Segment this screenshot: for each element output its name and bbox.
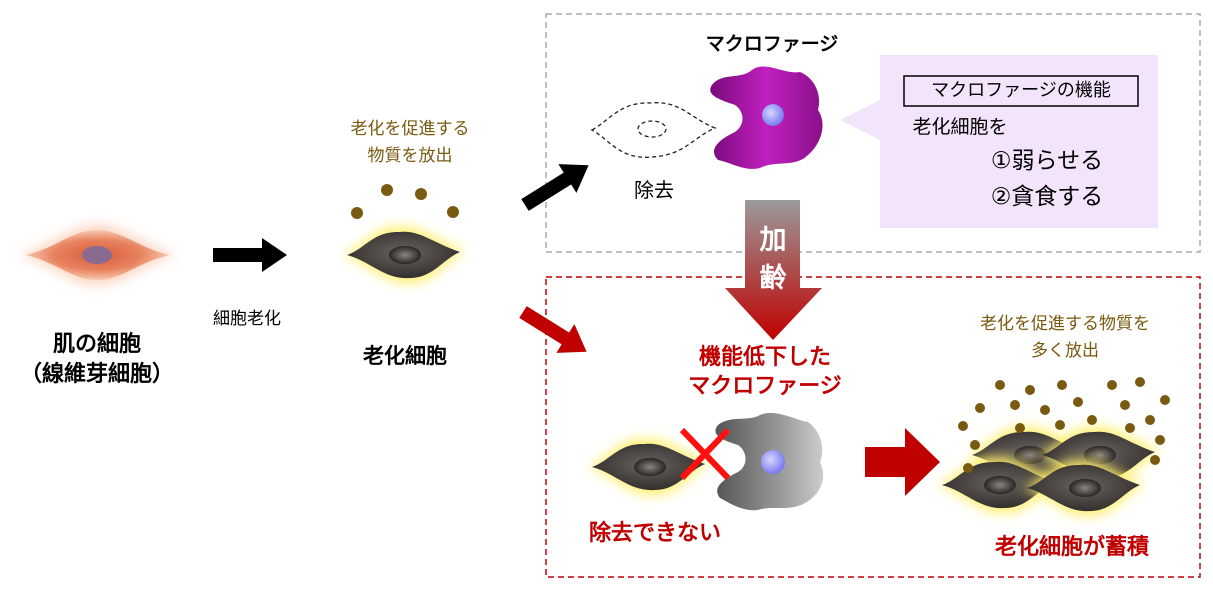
callout-item-1: ①弱らせる <box>990 148 1104 174</box>
senescence-label: 細胞老化 <box>213 309 281 329</box>
accumulation-arrow <box>865 428 940 496</box>
senescence-arrow <box>213 238 287 272</box>
aging-char-1: 加 <box>759 225 787 256</box>
released-particles <box>351 184 459 219</box>
release-label-2: 物質を放出 <box>367 146 453 166</box>
callout-lead: 老化細胞を <box>912 116 1008 138</box>
many-particles <box>958 377 1170 473</box>
aged-box <box>545 276 1201 578</box>
aging-arrow <box>725 200 822 340</box>
removed-cell-outline <box>590 102 717 158</box>
release-label-1: 老化を促進する <box>350 119 470 139</box>
removed-label: 除去 <box>634 178 674 202</box>
macrophage <box>710 66 823 169</box>
aging-char-2: 齢 <box>759 263 787 294</box>
impaired-macrophage <box>715 412 824 511</box>
callout-bg <box>880 55 1158 228</box>
cannot-remove-label: 除去できない <box>588 521 722 546</box>
x-mark-icon <box>679 427 731 481</box>
impaired-macrophage-label-1: 機能低下した <box>698 345 832 370</box>
senescent-cell <box>343 227 465 283</box>
senescent-cell-label: 老化細胞 <box>363 344 447 368</box>
callout-item-2: ②貪食する <box>990 184 1104 210</box>
fibroblast-label: 肌の細胞 <box>52 332 142 357</box>
many-release-label-1: 老化を促進する物質を <box>980 314 1150 334</box>
fibroblast-cell <box>18 225 178 285</box>
accumulate-label: 老化細胞が蓄積 <box>994 535 1150 560</box>
many-release-label-2: 多く放出 <box>1031 341 1099 361</box>
callout-pointer <box>840 100 880 140</box>
fibroblast-sublabel: （線維芽細胞） <box>19 362 175 387</box>
arrow-to-healthy <box>521 164 589 211</box>
callout-title: マクロファージの機能 <box>931 80 1111 101</box>
macrophage-label: マクロファージ <box>705 33 839 55</box>
healthy-box <box>545 13 1201 253</box>
impaired-macrophage-label-2: マクロファージ <box>688 374 842 399</box>
arrow-to-aged <box>519 306 587 353</box>
